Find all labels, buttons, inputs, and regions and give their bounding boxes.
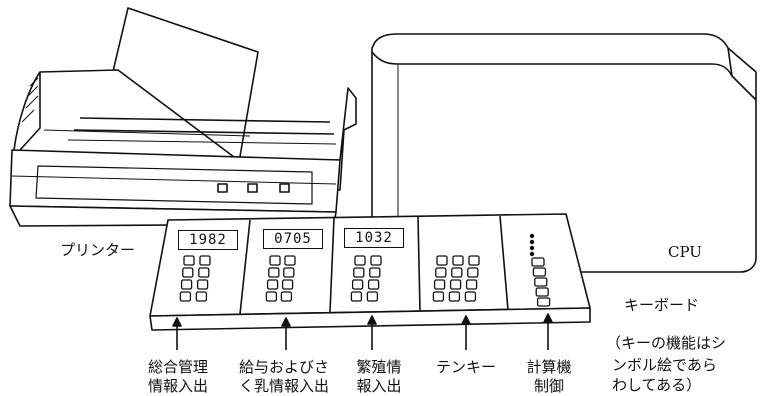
keyboard-key xyxy=(350,291,363,302)
keyboard-key xyxy=(266,279,279,290)
keyboard-key xyxy=(468,255,480,266)
keyboard-key xyxy=(283,267,295,278)
status-lights xyxy=(529,233,535,257)
keyboard-key xyxy=(451,267,463,278)
keyboard-label: キーボード xyxy=(624,296,700,314)
keyboard-key xyxy=(180,279,193,290)
keyboard-keys xyxy=(179,255,551,307)
keyboard-key xyxy=(370,255,382,266)
label-arrows xyxy=(172,313,553,350)
keyboard-key xyxy=(198,267,210,278)
keyboard-key xyxy=(433,279,446,290)
display-salary-milk: 0705 xyxy=(263,229,323,249)
keyboard-key xyxy=(467,267,479,278)
keyboard-key xyxy=(183,255,195,266)
keyboard-key xyxy=(432,291,445,302)
keyboard-key xyxy=(369,267,381,278)
keyboard-key xyxy=(268,267,280,278)
keyboard-note: わしてある） xyxy=(612,376,702,394)
keyboard-key xyxy=(435,267,447,278)
printer-button xyxy=(279,183,290,193)
section-label-line: 報入出 xyxy=(356,377,402,395)
keyboard-key xyxy=(353,267,365,278)
section-label-line: テンキー xyxy=(435,358,496,376)
keyboard-key xyxy=(532,267,547,277)
keyboard-key xyxy=(531,257,545,267)
keyboard-key xyxy=(199,255,211,266)
keyboard-key xyxy=(464,291,477,302)
keyboard-key xyxy=(354,255,366,266)
keyboard-key xyxy=(265,291,278,302)
keyboard-key xyxy=(534,277,548,287)
section-label-line: 給与およびさ xyxy=(238,358,329,376)
keyboard-note: ンボル絵であら xyxy=(612,356,717,374)
keyboard-key xyxy=(536,297,551,307)
printer-button xyxy=(247,183,258,193)
status-light xyxy=(529,251,535,257)
arrow-head xyxy=(367,315,377,325)
display-breeding: 1032 xyxy=(344,228,404,248)
status-light xyxy=(529,239,535,245)
status-light xyxy=(529,245,535,251)
arrow-head xyxy=(281,317,291,327)
keyboard-key xyxy=(367,279,380,290)
display-total-management: 1982 xyxy=(178,230,238,250)
section-label-tenkey: テンキー xyxy=(428,358,504,377)
keyboard-note: （キーの機能はシ xyxy=(606,334,727,352)
keyboard-key xyxy=(465,279,478,290)
keyboard-key xyxy=(452,255,464,266)
section-label-line: 制御 xyxy=(533,377,564,395)
printer xyxy=(9,7,357,227)
section-label-line: 情報入出 xyxy=(147,377,208,395)
keyboard-key xyxy=(436,255,448,266)
keyboard-key xyxy=(195,291,208,302)
keyboard-key xyxy=(448,291,461,302)
status-light xyxy=(529,233,535,239)
keyboard-key xyxy=(449,279,462,290)
keyboard-key xyxy=(280,291,293,302)
printer-button xyxy=(217,183,228,193)
arrow-head xyxy=(461,315,471,325)
keyboard-key xyxy=(284,255,296,266)
keyboard-key xyxy=(351,279,364,290)
section-label-line: 総合管理 xyxy=(147,358,208,376)
keyboard-key xyxy=(196,279,209,290)
section-label-breeding: 繁殖情 報入出 xyxy=(346,358,412,396)
arrow-head xyxy=(543,313,553,323)
arrow-head xyxy=(172,317,182,327)
keyboard-key xyxy=(535,287,549,297)
section-label-line: 計算機 xyxy=(526,358,572,376)
printer-label: プリンター xyxy=(60,241,136,259)
keyboard-key xyxy=(269,255,281,266)
keyboard-key xyxy=(281,279,294,290)
keyboard-key xyxy=(179,291,192,302)
section-label-line: 繁殖情 xyxy=(356,358,402,376)
section-label-line: く乳情報入出 xyxy=(238,377,329,395)
section-label-salary-milk: 給与およびさ く乳情報入出 xyxy=(226,358,342,396)
keyboard-key xyxy=(182,267,194,278)
keyboard-key xyxy=(366,291,379,302)
section-label-computer-control: 計算機 制御 xyxy=(516,358,582,396)
section-label-total-management: 総合管理 情報入出 xyxy=(134,358,222,396)
cpu-label: CPU xyxy=(668,243,702,261)
